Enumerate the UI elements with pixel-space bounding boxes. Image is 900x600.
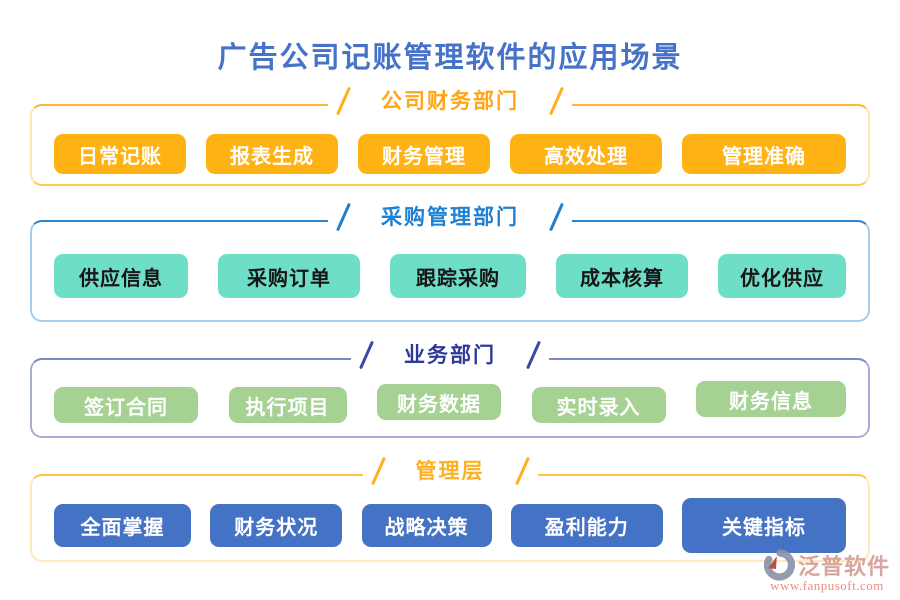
logo-website: www.fanpusoft.com	[770, 578, 884, 593]
accurate-management-chip: 管理准确	[682, 134, 846, 174]
optimize-supply-chip: 优化供应	[718, 254, 846, 298]
execute-project-chip: 执行项目	[228, 387, 347, 423]
section-header-label: 管理层	[362, 456, 538, 486]
section-title: 公司财务部门	[381, 89, 519, 113]
chip-row: 供应信息 采购订单 跟踪采购 成本核算 优化供应	[32, 254, 868, 298]
fanpu-watermark: 泛普软件 www.fanpusoft.com	[763, 549, 890, 594]
slash-mark-right-icon	[526, 340, 541, 370]
section-header: 管理层	[32, 456, 868, 504]
chip-row: 全面掌握 财务状况 战略决策 盈利能力 关键指标	[32, 498, 868, 553]
chip-row: 签订合同 执行项目 财务数据 实时录入 财务信息	[32, 381, 868, 423]
efficient-processing-chip: 高效处理	[510, 134, 662, 174]
key-indicators-chip: 关键指标	[682, 498, 846, 553]
slash-mark-right-icon	[549, 86, 564, 116]
supply-info-chip: 供应信息	[54, 254, 188, 298]
fanpu-swirl-icon	[763, 549, 795, 581]
slash-mark-right-icon	[549, 202, 564, 232]
financial-status-chip: 财务状况	[210, 504, 343, 547]
section-title: 管理层	[415, 459, 485, 483]
section-procurement: 采购管理部门 供应信息 采购订单 跟踪采购 成本核算 优化供应	[30, 202, 870, 322]
section-header: 业务部门	[32, 340, 868, 388]
daily-bookkeeping-chip: 日常记账	[54, 134, 186, 174]
financial-data-chip: 财务数据	[377, 384, 501, 420]
chip-row: 日常记账 报表生成 财务管理 高效处理 管理准确	[32, 134, 868, 174]
slash-mark-right-icon	[514, 456, 530, 486]
slash-mark-left-icon	[336, 86, 351, 116]
cost-accounting-chip: 成本核算	[556, 254, 688, 298]
report-generation-chip: 报表生成	[206, 134, 338, 174]
page-title: 广告公司记账管理软件的应用场景	[217, 42, 683, 74]
financial-management-chip: 财务管理	[358, 134, 490, 174]
slash-mark-left-icon	[370, 456, 386, 486]
section-management: 管理层 全面掌握 财务状况 战略决策 盈利能力 关键指标	[30, 456, 870, 562]
strategic-decision-chip: 战略决策	[361, 504, 492, 547]
full-grasp-chip: 全面掌握	[54, 504, 191, 547]
logo-text: 泛普软件	[797, 554, 890, 579]
section-header-label: 采购管理部门	[328, 202, 572, 232]
section-header-label: 业务部门	[351, 340, 549, 370]
section-company-finance: 公司财务部门 日常记账 报表生成 财务管理 高效处理 管理准确	[30, 86, 870, 186]
section-header: 采购管理部门	[32, 202, 868, 250]
purchase-order-chip: 采购订单	[218, 254, 360, 298]
profitability-chip: 盈利能力	[510, 504, 663, 547]
track-procurement-chip: 跟踪采购	[390, 254, 526, 298]
section-title: 业务部门	[404, 343, 496, 367]
slash-mark-left-icon	[336, 202, 351, 232]
slash-mark-left-icon	[359, 340, 374, 370]
section-title: 采购管理部门	[381, 205, 519, 229]
sign-contract-chip: 签订合同	[54, 387, 198, 423]
section-header-label: 公司财务部门	[328, 86, 572, 116]
financial-info-chip: 财务信息	[696, 381, 846, 417]
section-business: 业务部门 签订合同 执行项目 财务数据 实时录入 财务信息	[30, 340, 870, 438]
section-header: 公司财务部门	[32, 86, 868, 134]
realtime-entry-chip: 实时录入	[531, 387, 666, 423]
